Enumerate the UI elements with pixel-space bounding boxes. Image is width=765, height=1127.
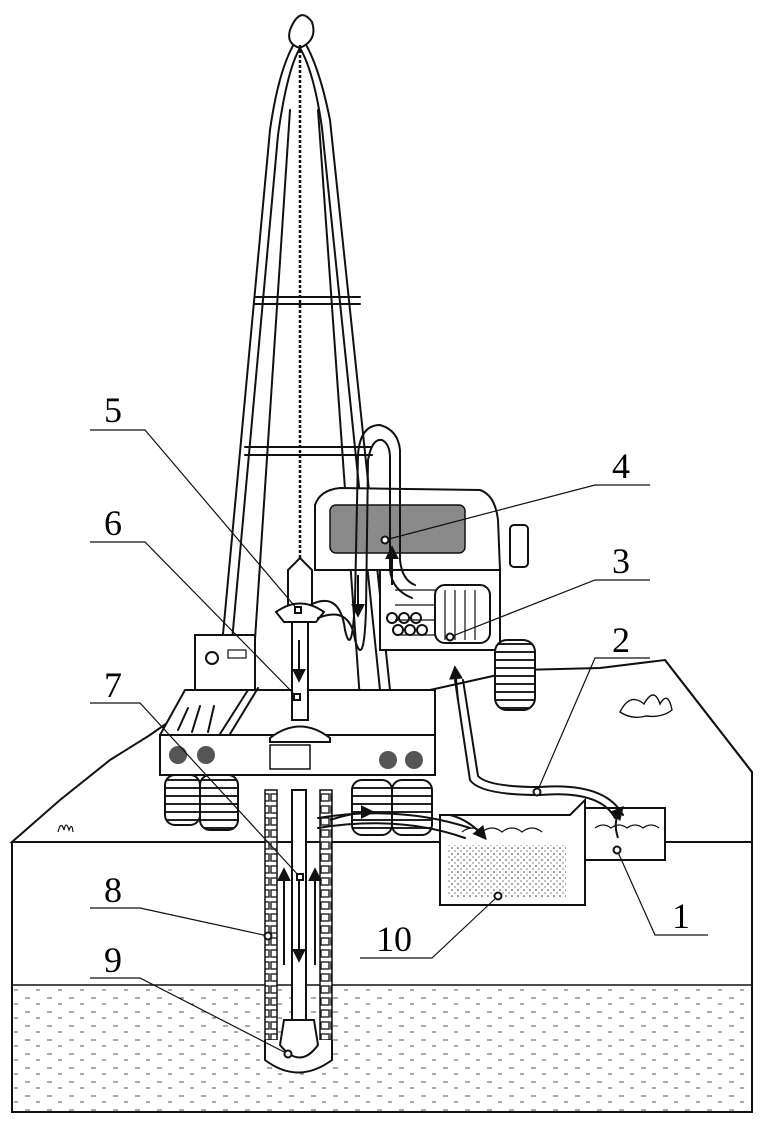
control-panel bbox=[194, 634, 256, 691]
plant-right bbox=[619, 694, 673, 719]
rotary-table bbox=[269, 725, 331, 743]
drill-bit bbox=[278, 1019, 320, 1059]
center-plate bbox=[269, 744, 311, 770]
callout-6: 6 bbox=[104, 503, 122, 543]
callout-labels: 5 6 4 3 2 7 8 9 10 1 bbox=[104, 390, 690, 980]
callout-7: 7 bbox=[104, 665, 122, 705]
return-line bbox=[317, 812, 471, 829]
light-left-2 bbox=[197, 746, 215, 764]
callout-leaders bbox=[90, 429, 708, 1059]
arrow-into-pit bbox=[449, 814, 487, 841]
callout-4: 4 bbox=[612, 446, 630, 486]
mud-tank-1 bbox=[584, 807, 666, 861]
wheel-front-right bbox=[351, 779, 393, 836]
arrow-tank-suction bbox=[609, 805, 624, 839]
deck-tools bbox=[177, 687, 259, 735]
wheel-front-right-2 bbox=[391, 779, 433, 836]
pipe-rack bbox=[386, 612, 428, 636]
callout-3: 3 bbox=[612, 541, 630, 581]
derrick-mast bbox=[214, 14, 391, 721]
wheel-rear bbox=[494, 639, 536, 711]
arrow-return-flow bbox=[329, 805, 375, 821]
cab-window bbox=[329, 504, 466, 554]
callout-9: 9 bbox=[104, 940, 122, 980]
wheel-front-left-2 bbox=[199, 774, 239, 831]
mud-hose bbox=[309, 424, 416, 652]
casing-wall-left bbox=[264, 789, 278, 1041]
drum bbox=[434, 584, 491, 644]
light-right-1 bbox=[379, 751, 397, 769]
light-left-1 bbox=[169, 746, 187, 764]
aquifer-layer bbox=[13, 985, 751, 1111]
callout-8: 8 bbox=[104, 870, 122, 910]
light-right-2 bbox=[405, 751, 423, 769]
carrier-truck bbox=[159, 486, 536, 836]
callout-5: 5 bbox=[104, 390, 122, 430]
flow-arrows bbox=[277, 545, 624, 965]
grass-tuft-left bbox=[57, 824, 74, 833]
callout-1: 1 bbox=[672, 896, 690, 936]
wheel-front-left bbox=[164, 774, 201, 826]
side-mirror bbox=[509, 524, 529, 568]
arrow-up-pump-inlet bbox=[449, 665, 464, 701]
ground-side-face bbox=[664, 659, 753, 773]
crown-sheave bbox=[288, 14, 315, 50]
callout-10: 10 bbox=[376, 919, 412, 959]
callout-2: 2 bbox=[612, 620, 630, 660]
